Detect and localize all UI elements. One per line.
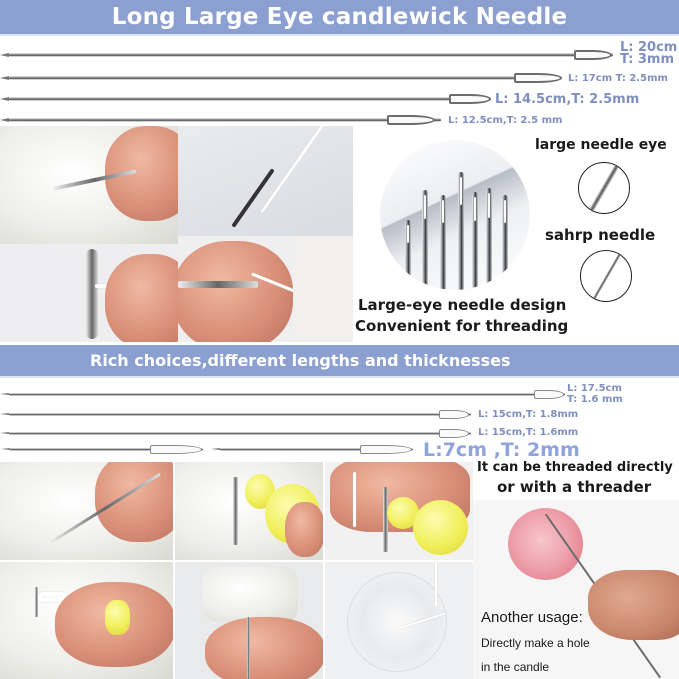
threading-line-1: It can be threaded directly	[477, 460, 673, 475]
photo-threading-loop	[0, 244, 178, 342]
title-text: Long Large Eye candlewick Needle	[111, 4, 568, 30]
needle-20cm-label: L: 20cm T: 3mm	[620, 40, 678, 67]
photo-threader-in-use	[325, 462, 473, 560]
needle-eye-detail-icon	[578, 162, 630, 214]
photo-candle-piercing	[175, 562, 323, 679]
needle-17cm-label: L: 17cm T: 2.5mm	[568, 73, 668, 84]
photo-rose-candle-skewer	[473, 500, 679, 679]
usage-line-1: Directly make a hole	[481, 636, 590, 650]
needle-17-5cm-label: L: 17.5cm T: 1.6 mm	[567, 383, 623, 405]
usage-title: Another usage:	[481, 609, 583, 626]
needle-7cm-b	[211, 445, 413, 454]
needle-15cm-1-8mm	[0, 410, 471, 419]
design-line-2: Convenient for threading	[355, 317, 569, 335]
needle-17cm	[0, 73, 562, 83]
needle-7cm-label: L:7cm ,T: 2mm	[423, 439, 580, 461]
photo-pointing-needle	[0, 462, 173, 560]
sharp-tip-detail-icon	[580, 250, 632, 302]
needle-12-5cm	[0, 115, 441, 125]
photo-needle-tip-wax	[0, 126, 178, 244]
needle-closeup-circle	[380, 140, 530, 290]
photo-hand-holding-needle	[178, 236, 353, 342]
needle-15cm-1-8mm-label: L: 15cm,T: 1.8mm	[478, 409, 579, 420]
section-banner-text: Rich choices,different lengths and thick…	[90, 351, 511, 370]
needle-7cm-a	[1, 445, 203, 454]
large-eye-heading: large needle eye	[535, 137, 667, 153]
photo-thread-through-eye	[178, 126, 353, 236]
needle-17-5cm	[0, 390, 565, 399]
photo-needle-in-candle-yellow	[175, 462, 323, 560]
section-banner: Rich choices,different lengths and thick…	[0, 345, 679, 378]
needle-14-5cm	[0, 94, 491, 104]
photo-rose-candle-wick	[325, 562, 473, 679]
sharp-needle-heading: sahrp needle	[545, 226, 656, 244]
needle-14-5cm-label: L: 14.5cm,T: 2.5mm	[495, 92, 640, 107]
needle-15cm-1-6mm-label: L: 15cm,T: 1.6mm	[478, 427, 579, 438]
needle-20cm	[0, 50, 613, 60]
design-line-1: Large-eye needle design	[358, 296, 567, 314]
usage-line-2: in the candle	[481, 660, 550, 674]
threading-line-2: or with a threader	[497, 478, 652, 496]
rose-candle	[508, 508, 583, 580]
needle-12-5cm-label: L: 12.5cm,T: 2.5 mm	[448, 115, 563, 126]
photo-thread-loop-pull	[0, 562, 173, 679]
needle-15cm-1-6mm	[0, 429, 471, 438]
title-banner: Long Large Eye candlewick Needle	[0, 0, 679, 36]
